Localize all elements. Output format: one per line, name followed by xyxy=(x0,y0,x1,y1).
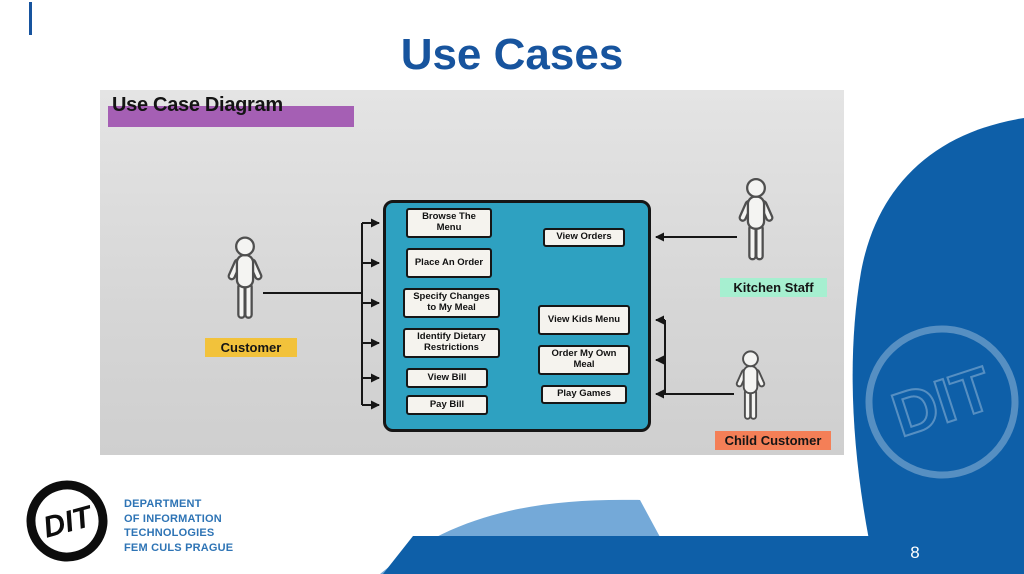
use-case-view-kids-menu: View Kids Menu xyxy=(538,305,630,335)
heading-highlight-bar xyxy=(108,106,354,127)
child-customer-actor-icon xyxy=(734,350,767,430)
slide-title: Use Cases xyxy=(400,30,624,79)
use-case-browse-menu: Browse The Menu xyxy=(406,208,492,238)
department-line: FEM CULS PRAGUE xyxy=(124,541,234,554)
top-left-accent xyxy=(29,2,32,35)
use-case-view-orders: View Orders xyxy=(543,228,625,247)
department-line: DEPARTMENT xyxy=(124,498,202,510)
use-case-order-own-meal: Order My Own Meal xyxy=(538,345,630,375)
dit-logo: DIT xyxy=(26,480,108,562)
use-case-diagram: Use Case Diagram xyxy=(100,90,844,455)
kitchen-staff-actor-icon xyxy=(737,176,775,274)
page-number: 8 xyxy=(910,543,920,562)
bottom-bar xyxy=(383,536,1024,574)
use-case-pay-bill: Pay Bill xyxy=(406,395,488,415)
department-line: TECHNOLOGIES xyxy=(124,527,215,539)
system-boundary: Browse The Menu Place An Order Specify C… xyxy=(383,200,651,432)
diagram-heading: Use Case Diagram xyxy=(108,94,378,128)
child-customer-actor-label: Child Customer xyxy=(715,431,831,450)
connector-arrows xyxy=(263,218,737,410)
customer-actor-label: Customer xyxy=(205,338,297,357)
use-case-specify-changes: Specify Changes to My Meal xyxy=(403,288,500,318)
diagram-heading-text: Use Case Diagram xyxy=(112,94,283,116)
dit-logo-ring xyxy=(26,480,108,562)
blue-swoosh xyxy=(852,118,1024,574)
customer-actor-icon xyxy=(226,236,264,331)
use-case-place-order: Place An Order xyxy=(406,248,492,278)
department-line: OF INFORMATION xyxy=(124,512,222,525)
kitchen-staff-actor-label: Kitchen Staff xyxy=(720,278,827,297)
connector-lines xyxy=(263,218,737,410)
use-case-play-games: Play Games xyxy=(541,385,627,404)
use-case-dietary-restrictions: Identify Dietary Restrictions xyxy=(403,328,500,358)
use-case-view-bill: View Bill xyxy=(406,368,488,388)
watermark-ring xyxy=(865,325,1019,479)
department-text: DEPARTMENT OF INFORMATION TECHNOLOGIES F… xyxy=(124,497,233,555)
